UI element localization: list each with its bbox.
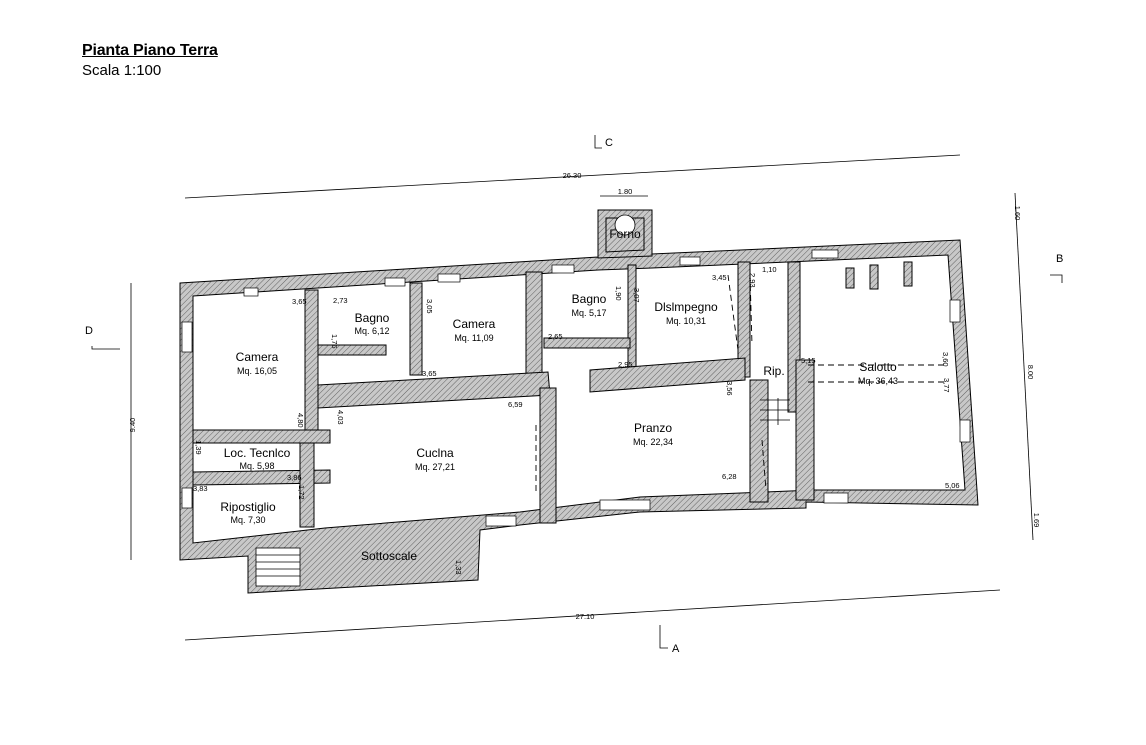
room-area: Mq. 16,05 xyxy=(237,366,277,376)
room-name: Dlslmpegno xyxy=(654,300,718,314)
dimension-label: 3,83 xyxy=(193,484,208,493)
room-name: Camera xyxy=(453,317,496,331)
dim-top: 26.30 xyxy=(563,171,582,180)
room-area: Mq. 10,31 xyxy=(666,316,706,326)
room-labels: Camera Mq. 16,05 Bagno Mq. 6,12 Camera M… xyxy=(220,227,898,563)
dimension-label: 6,59 xyxy=(508,400,523,409)
archways xyxy=(535,274,948,492)
dim-forno: 1.80 xyxy=(618,187,633,196)
section-markers xyxy=(91,135,1063,649)
dimension-label: 1,39 xyxy=(194,440,203,455)
dim-right-top: 1.60 xyxy=(1013,206,1022,221)
dimension-label: 1,10 xyxy=(762,265,777,274)
dim-bottom: 27.10 xyxy=(576,612,595,621)
dimension-label: 2,65 xyxy=(548,332,563,341)
dimension-label: 4,80 xyxy=(296,413,305,428)
dimension-label: 3,65 xyxy=(422,369,437,378)
room-area: Mq. 36,43 xyxy=(858,376,898,386)
windows xyxy=(181,249,971,527)
stairs xyxy=(255,398,790,587)
dimension-label: 3,65 xyxy=(292,297,307,306)
dimension-label: 3,45 xyxy=(712,273,727,282)
section-mark-b: B xyxy=(1056,253,1063,265)
section-mark-c: C xyxy=(605,137,613,149)
dimension-label: 4,03 xyxy=(336,410,345,425)
room-name: Ripostiglio xyxy=(220,500,276,514)
room-name: Forno xyxy=(609,227,641,241)
dimension-lines xyxy=(130,154,1034,641)
small-dimensions: 3,65 2,73 3,05 1,90 3,07 2,93 3,45 1,10 … xyxy=(193,265,960,575)
dimension-label: 3,77 xyxy=(942,378,951,393)
room-area: Mq. 6,12 xyxy=(354,326,389,336)
outer-walls xyxy=(179,209,979,594)
room-name: Bagno xyxy=(572,292,607,306)
room-name: Sottoscale xyxy=(361,549,417,563)
dimension-label: 1,33 xyxy=(454,560,463,575)
dimension-label: 3,86 xyxy=(287,473,302,482)
room-area: Mq. 5,98 xyxy=(239,461,274,471)
room-name: Salotto xyxy=(859,360,897,374)
dim-right-mid: 8.00 xyxy=(1026,365,1035,380)
dimension-label: 6,28 xyxy=(722,472,737,481)
room-name: Camera xyxy=(236,350,279,364)
room-name: Rip. xyxy=(763,364,784,378)
interior-walls xyxy=(192,261,913,528)
dimension-label: 3,07 xyxy=(632,288,641,303)
dimension-label: 5,06 xyxy=(945,481,960,490)
room-name: Cuclna xyxy=(416,446,454,460)
dimension-label: 1,72 xyxy=(297,485,306,500)
dimension-label: 3,05 xyxy=(425,299,434,314)
room-area: Mq. 5,17 xyxy=(571,308,606,318)
dimension-label: 2,93 xyxy=(748,273,757,288)
section-mark-a: A xyxy=(672,643,680,655)
dimension-label: 5,15 xyxy=(801,356,816,365)
dimension-label: 1,76 xyxy=(330,334,339,349)
room-area: Mq. 27,21 xyxy=(415,462,455,472)
dim-left: 9.40 xyxy=(128,418,137,433)
dim-right-bottom: 1.69 xyxy=(1032,513,1041,528)
section-mark-d: D xyxy=(85,325,93,337)
forno-oven-icon xyxy=(614,214,636,236)
room-area: Mq. 7,30 xyxy=(230,515,265,525)
dimension-label: 3,60 xyxy=(941,352,950,367)
room-area: Mq. 22,34 xyxy=(633,437,673,447)
room-name: Pranzo xyxy=(634,421,672,435)
plan-scale: Scala 1:100 xyxy=(82,62,162,79)
dimension-label: 2,73 xyxy=(333,296,348,305)
dimension-label: 1,90 xyxy=(614,286,623,301)
dimension-label: 3,56 xyxy=(725,381,734,396)
plan-title: Pianta Piano Terra xyxy=(82,42,218,59)
title-block: Pianta Piano Terra Scala 1:100 xyxy=(82,42,218,79)
dimension-label: 2,95 xyxy=(618,360,633,369)
room-area: Mq. 11,09 xyxy=(454,333,493,343)
room-name: Loc. Tecnlco xyxy=(224,446,291,460)
room-name: Bagno xyxy=(355,311,390,325)
